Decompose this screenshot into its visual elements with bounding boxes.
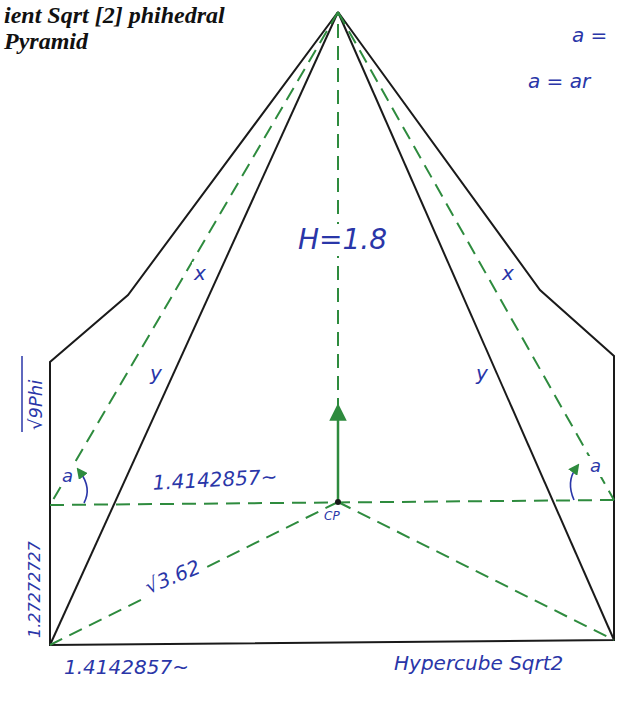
edge-label: y xyxy=(474,362,490,385)
green-construction-lines xyxy=(50,12,614,645)
edge-label: x xyxy=(500,262,516,285)
angle-formula: a = ar xyxy=(526,70,592,93)
height-arrow xyxy=(337,412,340,500)
edge-label: x xyxy=(192,262,208,285)
center-point xyxy=(335,499,341,505)
height-label: H=1.8 xyxy=(296,224,389,256)
center-point-label: CP xyxy=(322,510,342,524)
angle-label: a xyxy=(588,456,603,477)
edge-label: y xyxy=(148,362,164,385)
base-length: 1.4142857~ xyxy=(62,656,191,679)
side-length: √9Phi xyxy=(26,378,47,432)
side-length: 1.27272727 xyxy=(26,539,44,640)
half-base-length: 1.4142857~ xyxy=(150,465,280,495)
pyramid-outline xyxy=(50,12,614,645)
base-caption: Hypercube Sqrt2 xyxy=(392,652,565,675)
title: ient Sqrt [2] phihedral Pyramid xyxy=(4,2,229,55)
angle-formula: a = xyxy=(570,24,609,47)
radical-bar xyxy=(21,356,23,432)
diagonal-length: √3.62 xyxy=(140,555,205,599)
angle-label: a xyxy=(60,466,75,487)
